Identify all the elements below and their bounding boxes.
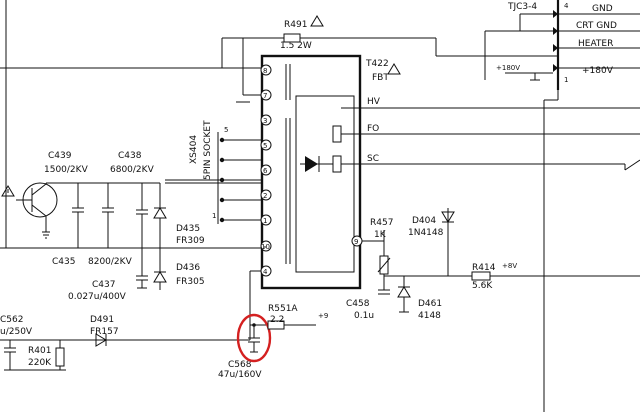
socket-xs404: 5 1 XS404 5PIN SOCKET [165, 120, 262, 224]
resistor-r414: R414 5.6K +8V [471, 262, 517, 291]
d435-value: FR309 [176, 236, 205, 246]
connector-pin-heater: HEATER [578, 39, 613, 49]
resistor-r491: R491 1.5 2W [271, 20, 558, 57]
r551a-ref: R551A [268, 304, 298, 314]
connector-pin-top: 4 [564, 2, 569, 10]
fbt-output-sc: SC [367, 154, 379, 164]
connector-pin-180v: +180V [582, 66, 614, 76]
fbt-pin-1: 1 [263, 217, 267, 225]
c439-ref: C439 [48, 151, 72, 161]
r414-supply: +8V [502, 262, 517, 270]
d435-ref: D435 [176, 224, 200, 234]
fbt-pin-6: 6 [263, 167, 268, 175]
connector-pin-gnd: GND [592, 4, 613, 14]
r457-ref: R457 [370, 218, 393, 228]
c562-value: u/250V [0, 327, 33, 337]
socket-name: 5PIN SOCKET [203, 120, 213, 180]
resistor-r401: R401 220K [4, 340, 66, 371]
fbt-pin-8: 8 [263, 67, 267, 75]
resistor-r457: R457 1K [370, 218, 393, 276]
c435-ref: C435 [52, 257, 75, 267]
c435-value: 8200/2KV [88, 257, 133, 267]
diode-d491: D491 FR157 [90, 315, 119, 347]
connector-pin-bottom: 1 [564, 76, 568, 84]
d404-value: 1N4148 [408, 228, 444, 238]
left-rail-wires [0, 0, 265, 249]
d436-value: FR305 [176, 277, 205, 287]
fbt-transformer: 8 7 3 5 6 2 1 10 4 9 HV FO SC T422 FBT [260, 54, 389, 290]
warning-triangle-icon [310, 15, 324, 27]
fbt-pin-9: 9 [354, 238, 358, 246]
r414-ref: R414 [472, 263, 496, 273]
c437-value: 0.027u/400V [68, 292, 127, 302]
fbt-pin-3: 3 [263, 117, 267, 125]
fbt-pin-5: 5 [263, 142, 267, 150]
fbt-name: FBT [372, 73, 389, 83]
c438-ref: C438 [118, 151, 142, 161]
connector-ref: TJC3-4 [507, 2, 537, 12]
capacitor-c562: C562 u/250V [0, 315, 33, 370]
capacitor-c437: C437 0.027u/400V [68, 248, 148, 302]
connector-tjc3-4: TJC3-4 4 1 GND CRT GND HEATER +180V +180… [484, 0, 640, 412]
capacitor-c568: C568 47u/160V [218, 323, 262, 380]
diode-d435: D435 FR309 [153, 183, 205, 248]
bottom-rail [0, 320, 268, 341]
connector-side-label: +180V [496, 64, 520, 72]
r551a-supply: +9 [318, 312, 328, 320]
diode-d461: D461 4148 [397, 276, 442, 321]
output-transistor-symbol [16, 182, 160, 239]
c562-ref: C562 [0, 315, 23, 325]
fbt-pin-2: 2 [263, 192, 267, 200]
capacitor-c438: C438 6800/2KV [102, 151, 155, 248]
d461-value: 4148 [418, 311, 441, 321]
warning-triangle-icon [387, 63, 401, 75]
connector-pin-crt-gnd: CRT GND [576, 21, 617, 31]
r401-value: 220K [28, 358, 52, 368]
socket-ref: XS404 [189, 135, 199, 164]
capacitor-c439: C439 1500/2KV [44, 151, 89, 248]
fbt-output-wires [370, 107, 640, 171]
resistor-r551a: R551A 2.2 +9 [267, 304, 328, 330]
c568-value: 47u/160V [218, 370, 262, 380]
d491-ref: D491 [90, 315, 114, 325]
c437-ref: C437 [92, 280, 115, 290]
c458-ref: C458 [346, 299, 370, 309]
c458-value: 0.1u [354, 311, 374, 321]
r551a-value: 2.2 [270, 315, 284, 325]
fbt-pin-4: 4 [263, 268, 268, 276]
c568-ref: C568 [228, 360, 252, 370]
warning-triangle-icon [1, 185, 15, 197]
fbt-pin-wires [165, 37, 385, 320]
r414-value: 5.6K [472, 281, 493, 291]
d491-value: FR157 [90, 327, 119, 337]
r491-ref: R491 [284, 20, 307, 30]
r401-ref: R401 [28, 346, 51, 356]
highlight-circle [236, 313, 272, 363]
socket-pin-1: 1 [212, 212, 216, 220]
fbt-output-hv: HV [367, 97, 381, 107]
fbt-output-fo: FO [367, 124, 379, 134]
diode-d404: D404 1N4148 [408, 208, 455, 276]
d404-ref: D404 [412, 216, 436, 226]
d461-ref: D461 [418, 299, 442, 309]
fbt-ref: T422 [365, 59, 389, 69]
c439-value: 1500/2KV [44, 165, 89, 175]
capacitor-c435: C435 8200/2KV [52, 183, 148, 267]
d436-ref: D436 [176, 263, 200, 273]
fbt-pin-7: 7 [263, 92, 267, 100]
capacitor-c458: C458 0.1u [346, 275, 640, 321]
r457-value: 1K [374, 230, 387, 240]
r491-value: 1.5 2W [280, 41, 312, 51]
diode-d436: D436 FR305 [153, 248, 205, 290]
c438-value: 6800/2KV [110, 165, 155, 175]
socket-pin-5: 5 [224, 126, 228, 134]
